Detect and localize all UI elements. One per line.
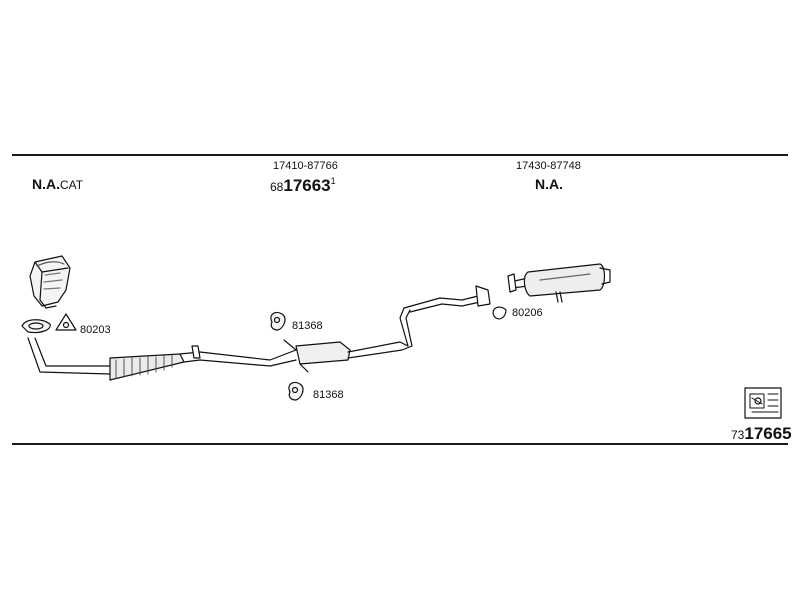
bottom-rule bbox=[12, 443, 788, 445]
clamp-ring-icon bbox=[492, 306, 507, 320]
center-ref-main: 17663 bbox=[283, 176, 331, 195]
right-oe-number: 17430-87748 bbox=[516, 160, 581, 172]
footer-prefix: 73 bbox=[731, 428, 745, 442]
right-label: N.A. bbox=[535, 176, 563, 192]
center-oe-number: 17410-87766 bbox=[273, 160, 338, 172]
top-rule bbox=[12, 154, 788, 156]
center-ref-number: 68176631 bbox=[270, 176, 336, 196]
exhaust-pipe-icon bbox=[27, 285, 491, 381]
warning-triangle-icon bbox=[55, 313, 77, 331]
hanger-lower-number: 81368 bbox=[313, 389, 344, 401]
center-ref-prefix: 68 bbox=[270, 180, 284, 194]
gasket-icon bbox=[21, 319, 51, 334]
rubber-hanger-icon bbox=[288, 381, 304, 401]
fitting-instructions-icon bbox=[744, 387, 782, 419]
catalyst-label-suffix: CAT bbox=[60, 178, 84, 192]
rear-muffler-icon bbox=[507, 263, 611, 303]
catalyst-label-main: N.A. bbox=[32, 176, 60, 192]
gasket-front-number: 80203 bbox=[80, 324, 111, 336]
catalytic-converter-icon bbox=[29, 255, 71, 309]
footer-diagram-number: 7317665 bbox=[731, 424, 792, 444]
center-ref-sup: 1 bbox=[330, 176, 336, 186]
rubber-hanger-icon bbox=[270, 311, 286, 331]
catalyst-label: N.A.CAT bbox=[32, 176, 83, 192]
ring-rear-number: 80206 bbox=[512, 307, 543, 319]
footer-main-number: 17665 bbox=[744, 424, 792, 443]
hanger-upper-number: 81368 bbox=[292, 320, 323, 332]
